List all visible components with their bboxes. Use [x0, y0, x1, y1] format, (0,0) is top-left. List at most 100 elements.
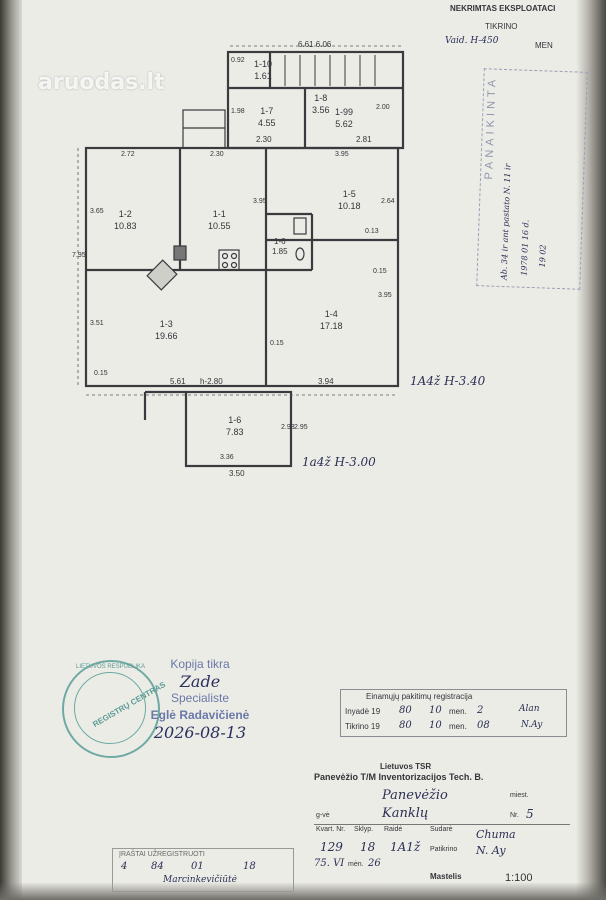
reg-row1-label: Inyadė 19: [345, 707, 381, 716]
dimension-label: 3.95: [335, 151, 349, 158]
info-bureau: Panevėžio T/M Inventorizacijos Tech. B.: [314, 772, 484, 782]
dimension-label: 0.15: [94, 370, 108, 377]
cert-role: Specialiste: [170, 691, 230, 705]
dimension-label: 6.61 6.06: [298, 40, 332, 49]
reg-sign2: N.Ay: [521, 720, 543, 730]
room-area: 4.55: [258, 118, 276, 128]
info-sudare: Chuma: [476, 828, 516, 841]
stub-v1: 4: [121, 861, 128, 872]
dimension-label: h-2.80: [200, 377, 223, 386]
room-area: 1.61: [254, 71, 272, 81]
room-label: 1-4 17.18: [320, 308, 343, 332]
reg-row1-v1: 80: [399, 705, 412, 716]
info-house: 5: [526, 807, 534, 821]
room-code: 1-7: [260, 106, 274, 116]
room-code: 1-5: [342, 189, 356, 199]
header-small1: Vaid. H-450: [445, 36, 499, 46]
main-outline: [84, 146, 400, 388]
header-small2: TIKRINO: [485, 22, 518, 31]
info-street: Kanklų: [382, 806, 429, 821]
info-city-suffix: miest.: [510, 792, 529, 799]
stamp-line: 19 02: [537, 244, 548, 268]
room-label: 1-1 10.55: [208, 208, 231, 232]
room-label: 1-8 3.56: [312, 92, 330, 116]
info-kvart-label: Kvart. Nr.: [316, 826, 346, 833]
dimension-label: 2.95: [294, 424, 308, 431]
dimension-label: 2.81: [356, 135, 372, 144]
room-area: 10.55: [208, 221, 231, 231]
cert-name: Eglė Radavičienė: [150, 708, 250, 722]
dimension-label: 3.51: [90, 320, 104, 327]
dimension-label: 3.95: [253, 198, 267, 205]
room-code: 1-6: [274, 237, 286, 246]
info-city: Panevėžio: [382, 788, 448, 803]
dimension-label: 2.72: [121, 151, 135, 158]
room-code: 1-4: [324, 309, 338, 319]
certification-text: Kopija tikra Zade Specialiste Eglė Radav…: [140, 656, 260, 741]
reg-row2-v1: 80: [399, 720, 412, 731]
stub-v2: 84: [151, 861, 164, 872]
info-month-label: mėn.: [348, 861, 364, 868]
level-label-upper: 1A4ž H-3.40: [410, 374, 486, 388]
room-area: 17.18: [320, 321, 343, 331]
dimension-label: 3.94: [318, 377, 334, 386]
info-raide-label: Raidė: [384, 826, 403, 833]
stamp-title: PANAIKINTA: [482, 75, 499, 180]
stub-v4: 18: [243, 861, 256, 872]
room-code: 1-99: [335, 107, 354, 117]
room-label: 1-7 4.55: [258, 105, 276, 129]
header-org: NEKRIMTAS EKSPLOATACI: [450, 4, 556, 13]
dimension-label: 0.15: [270, 340, 284, 347]
room-code: 1-3: [159, 319, 173, 329]
room-label: 1-99 5.62: [335, 106, 353, 130]
dimension-label: 3.50: [229, 469, 245, 478]
dimension-label: 3.65: [90, 208, 104, 215]
reg-title: Einamųjų pakitimų registracija: [366, 692, 473, 701]
header-small3: MEN: [535, 41, 553, 50]
reg-row2-v3: 08: [477, 720, 490, 731]
info-sudare-label: Sudarė: [430, 826, 453, 833]
room-area: 10.18: [338, 201, 361, 211]
cert-title: Kopija tikra: [170, 657, 230, 671]
info-mastelis-label: Mastelis: [430, 872, 462, 881]
info-kvart: 129: [320, 840, 343, 854]
dimension-label: 0.15: [373, 268, 387, 275]
room-code: 1-6: [228, 415, 242, 425]
info-day: 26: [368, 858, 381, 869]
dimension-label: 5.61: [170, 377, 186, 386]
veranda-outline: [184, 390, 293, 468]
reg-row1-v3: 2: [477, 705, 484, 716]
stub-header: ĮRAŠTAI UŽREGISTRUOTI: [119, 851, 205, 858]
info-skl-label: Sklyp.: [354, 826, 374, 833]
photo-shadow-bottom: [0, 882, 606, 900]
info-year: 75. VI: [314, 858, 345, 869]
dimension-label: 2.30: [210, 151, 224, 158]
dimension-label: 1.98: [231, 108, 245, 115]
room-code: 1-1: [212, 209, 226, 219]
room-code: 1-2: [118, 209, 132, 219]
info-street-prefix: g-vė: [316, 812, 330, 819]
reg-row1-v2: 10: [429, 705, 442, 716]
room-area: 5.62: [335, 119, 353, 129]
registry-stamp: LIETUVOS RESPUBLIKA REGISTRŲ CENTRAS: [62, 660, 167, 758]
dimension-label: 3.36: [220, 454, 234, 461]
reg-sign1: Alan: [519, 704, 540, 714]
cancellation-stamp: PANAIKINTA Ab. 34 ir ant pastato N. 11 i…: [476, 68, 588, 290]
dimension-label: 7.95: [72, 252, 86, 259]
reg-row1-suffix: men.: [449, 707, 467, 716]
dimension-label: 2.98: [281, 424, 295, 431]
cert-date: 2026-08-13: [153, 723, 247, 742]
dimension-label: 3.95: [378, 292, 392, 299]
room-area: 3.56: [312, 105, 330, 115]
stub-sign: Marcinkevičiūtė: [163, 875, 237, 885]
reg-row2-suffix: men.: [449, 722, 467, 731]
room-label: 1-5 10.18: [338, 188, 361, 212]
room-code: 1-8: [314, 93, 328, 103]
